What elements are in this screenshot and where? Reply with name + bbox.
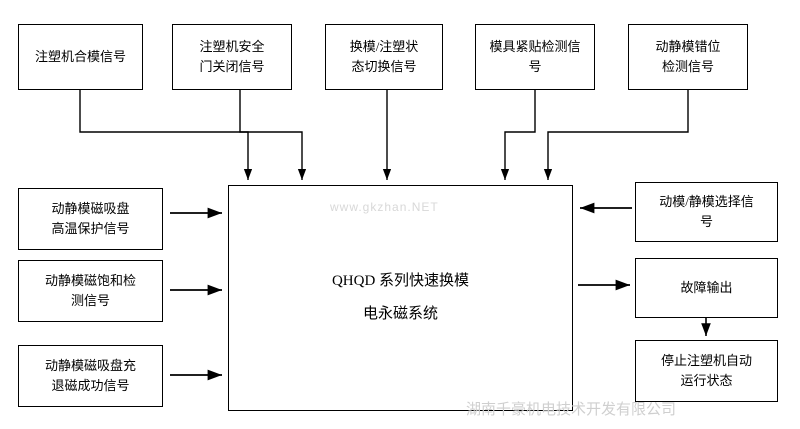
- output-box-fault-label: 故障输出: [680, 279, 733, 295]
- signal-box-left-3: 动静模磁吸盘充 退磁成功信号: [18, 345, 163, 407]
- signal-box-left-1-label: 动静模磁吸盘 高温保护信号: [51, 200, 130, 236]
- arrow-top-5: [543, 90, 689, 180]
- signal-box-top-1-label: 注塑机合模信号: [34, 48, 126, 64]
- signal-box-top-4-label: 模具紧贴检测信 号: [489, 38, 581, 74]
- signal-box-top-5-label: 动静模错位 检测信号: [655, 38, 721, 74]
- watermark-company: 湖南千豪机电技术开发有限公司: [466, 401, 677, 418]
- output-box-stop-machine: 停止注塑机自动 运行状态: [635, 340, 778, 402]
- signal-box-left-3-label: 动静模磁吸盘充 退磁成功信号: [44, 357, 136, 393]
- output-box-stop-machine-label: 停止注塑机自动 运行状态: [660, 352, 752, 388]
- signal-box-left-1: 动静模磁吸盘 高温保护信号: [18, 188, 163, 250]
- signal-box-left-2: 动静模磁饱和检 测信号: [18, 260, 163, 322]
- signal-box-left-2-label: 动静模磁饱和检 测信号: [44, 272, 136, 308]
- signal-box-top-1: 注塑机合模信号: [18, 24, 143, 90]
- arrow-top-1: [79, 90, 253, 180]
- signal-box-top-2-label: 注塑机安全 门关闭信号: [199, 38, 265, 74]
- signal-box-top-3: 换模/注塑状 态切换信号: [325, 24, 443, 90]
- output-box-fault: 故障输出: [635, 258, 778, 318]
- signal-box-right-1-label: 动模/静模选择信 号: [659, 193, 754, 229]
- signal-box-top-5: 动静模错位 检测信号: [628, 24, 748, 90]
- signal-box-top-3-label: 换模/注塑状 态切换信号: [349, 38, 419, 74]
- signal-box-right-1: 动模/静模选择信 号: [635, 182, 778, 242]
- arrow-top-2: [239, 90, 307, 180]
- center-system-box: QHQD 系列快速换模 电永磁系统: [228, 185, 573, 411]
- center-system-label: QHQD 系列快速换模 电永磁系统: [331, 273, 470, 322]
- watermark-center: www.gkzhan.NET: [330, 200, 439, 214]
- signal-box-top-4: 模具紧贴检测信 号: [475, 24, 595, 90]
- signal-box-top-2: 注塑机安全 门关闭信号: [172, 24, 292, 90]
- arrow-top-4: [500, 90, 536, 180]
